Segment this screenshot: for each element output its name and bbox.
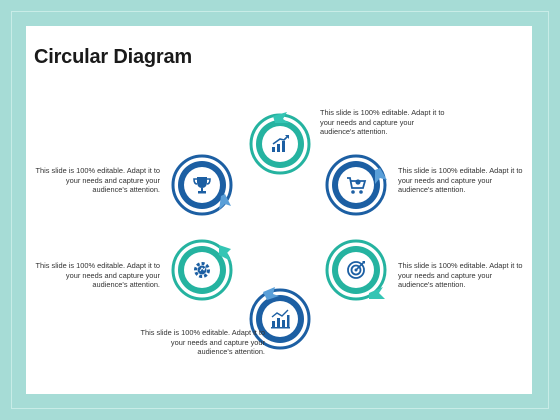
trophy-icon: [190, 173, 214, 197]
node-upper-left: [171, 154, 233, 216]
slide-title: Circular Diagram: [34, 46, 192, 68]
arrow-accent: [219, 194, 231, 210]
arrow-accent: [263, 287, 279, 300]
node-lower-left: [171, 239, 233, 301]
arrow-accent: [369, 287, 385, 299]
target-icon: [344, 258, 368, 282]
gear-icon: [190, 258, 214, 282]
caption-bottom: This slide is 100% editable. Adapt it to…: [140, 328, 265, 357]
caption-lower-right: This slide is 100% editable. Adapt it to…: [398, 261, 523, 290]
caption-top: This slide is 100% editable. Adapt it to…: [320, 108, 445, 137]
cart-icon: [344, 173, 368, 197]
node-upper-right-ring: [325, 154, 387, 216]
caption-upper-right: This slide is 100% editable. Adapt it to…: [398, 166, 523, 195]
slide-border: [11, 11, 549, 409]
node-upper-right: [325, 154, 387, 216]
node-bottom: [249, 287, 311, 350]
growth-chart-icon: [268, 132, 292, 156]
arrow-accent: [219, 245, 231, 261]
node-top: [249, 112, 311, 175]
caption-lower-left: This slide is 100% editable. Adapt it to…: [35, 261, 160, 290]
arrow-accent: [273, 112, 289, 123]
bar-chart-icon: [268, 307, 292, 331]
arrow-accent: [375, 168, 387, 184]
caption-upper-left: This slide is 100% editable. Adapt it to…: [35, 166, 160, 195]
node-lower-right: [325, 239, 387, 301]
